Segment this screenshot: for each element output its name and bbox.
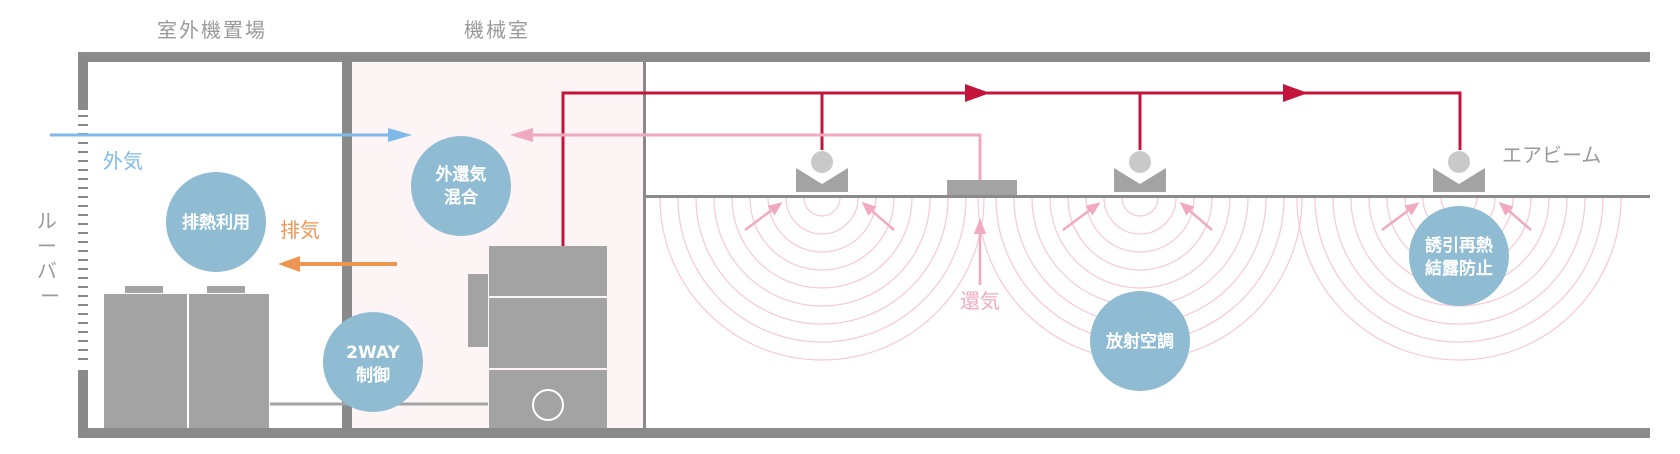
two-way-control-bubble (323, 312, 423, 412)
outdoor-unit-area-heading: 室外機置場 (157, 18, 267, 42)
floor-wall (78, 428, 1650, 438)
radiant-wave-ring (767, 197, 877, 253)
supply-flow-arrow-1 (965, 84, 990, 102)
ceiling-line (646, 195, 1650, 198)
ahu-fan-icon (532, 389, 564, 421)
outdoor-unit-fan-left (125, 286, 163, 293)
louver-label: ル ー バ ー (37, 209, 63, 308)
air-beam-head (1448, 151, 1470, 173)
heat-recovery-bubble (166, 172, 266, 272)
supply-flow-arrow-2 (1283, 84, 1308, 102)
radiant-wave-ring (1067, 197, 1213, 271)
air-beam-body (1433, 168, 1485, 192)
exhaust-arrow-head (278, 256, 300, 272)
radiant-hvac-bubble (1090, 291, 1190, 391)
supply-duct (561, 91, 1462, 246)
outdoor-unit-fan-right (207, 286, 245, 293)
left-wall-upper (78, 52, 88, 110)
air-beam-body (1114, 168, 1166, 192)
radiant-wave-ring (695, 197, 949, 325)
radiant-wave-ring (1296, 197, 1622, 361)
ceiling-wall (78, 52, 1650, 62)
radiant-wave-ring (677, 197, 967, 343)
induction-arrows (744, 202, 1532, 232)
radiant-wave-ring (713, 197, 931, 307)
mixing-bubble-text: 外還気混合 (436, 164, 487, 208)
radiant-wave-ring (1314, 197, 1604, 343)
exhaust-label: 排気 (280, 218, 320, 242)
air-beam-label: エアビーム (1502, 143, 1601, 167)
outdoor-unit-left (104, 294, 187, 428)
machine-room-heading: 機械室 (464, 18, 530, 42)
return-duct-arrow (510, 128, 533, 142)
return-air-label: 還気 (960, 289, 1000, 313)
partition-wall-machine (643, 62, 646, 428)
air-beam-head (811, 151, 833, 173)
mixing-bubble (411, 136, 511, 236)
ahu-side-panel (468, 274, 488, 347)
radiant-wave-ring (1121, 197, 1159, 217)
air-beam-body (796, 168, 848, 192)
partition-wall-outdoor (342, 62, 352, 428)
air-beam-head (1129, 151, 1151, 173)
radiant-wave-ring (659, 197, 985, 361)
induction-arrow-head (861, 202, 877, 216)
induction-arrow-head (1498, 202, 1514, 216)
left-wall-lower (78, 370, 88, 438)
heat-recovery-bubble-text: 排熱利用 (182, 212, 250, 233)
radiant-hvac-bubble-text: 放射空調 (1105, 331, 1174, 352)
induction-arrow-head (1085, 202, 1101, 216)
return-duct (520, 133, 982, 180)
outside-air-label: 外気 (103, 149, 143, 173)
induction-arrow-head (767, 202, 783, 216)
outdoor-unit-right (189, 294, 269, 428)
ahu-middle-section (489, 298, 607, 368)
outside-air-arrow-head (388, 128, 412, 142)
ahu-bottom-section (489, 370, 607, 428)
radiant-wave-ring (1049, 197, 1231, 289)
return-air-arrow-head (974, 218, 986, 234)
radiant-wave-ring (803, 197, 841, 217)
ahu-top-section (489, 246, 607, 296)
return-grille (947, 180, 1017, 195)
radiant-wave-ring (785, 197, 859, 235)
radiant-wave-ring (1085, 197, 1195, 253)
radiant-wave-ring (1103, 197, 1177, 235)
reheat-bubble-text: 誘引再熱結露防止 (1425, 235, 1493, 279)
radiant-wave-ring (1332, 197, 1586, 325)
air-beam-units (796, 151, 1485, 192)
induction-arrow-head (1179, 202, 1195, 216)
reheat-bubble (1409, 206, 1509, 306)
louver (78, 115, 88, 360)
radiant-wave-ring (749, 197, 895, 271)
induction-arrow-head (1404, 202, 1420, 216)
radiant-wave-ring (731, 197, 913, 289)
